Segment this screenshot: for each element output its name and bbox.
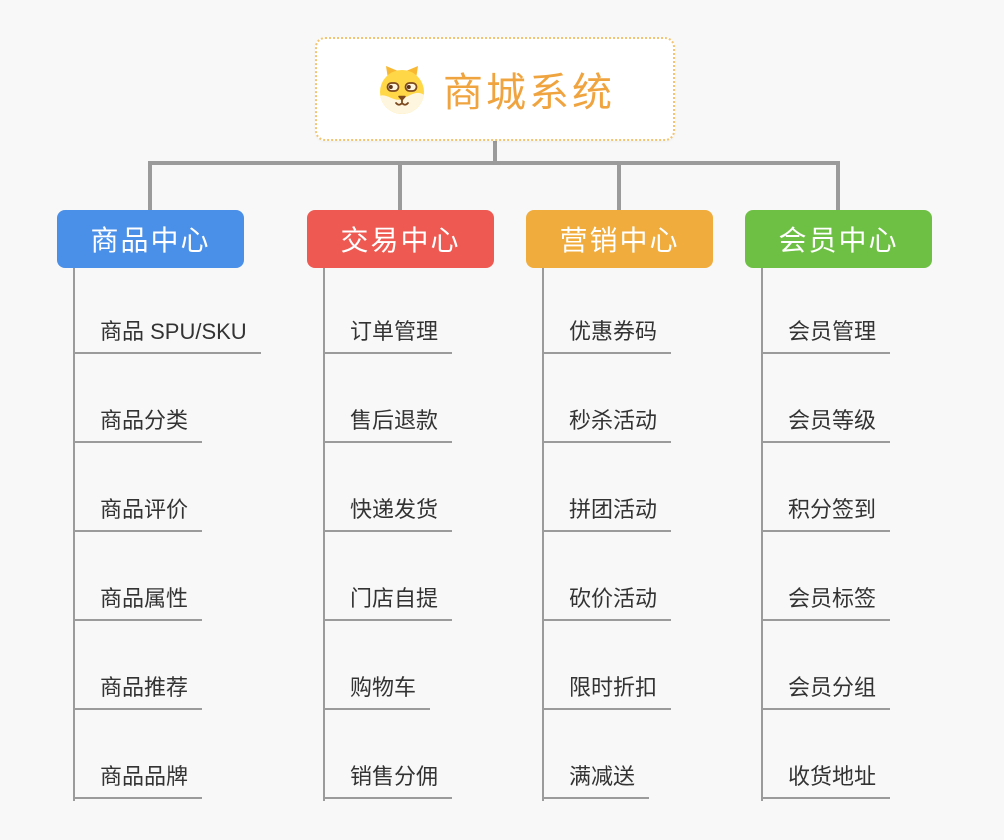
connector-trunk bbox=[542, 268, 544, 801]
connector-trunk bbox=[761, 268, 763, 801]
leaf-topic[interactable]: 会员等级 bbox=[761, 405, 891, 443]
connector-trunk bbox=[323, 268, 325, 801]
leaf-topic[interactable]: 商品推荐 bbox=[73, 672, 203, 710]
leaf-topic[interactable]: 会员分组 bbox=[761, 672, 891, 710]
leaf-topic[interactable]: 快递发货 bbox=[323, 494, 453, 532]
branch-member-center[interactable]: 会员中心 bbox=[745, 210, 932, 268]
branch-label: 商品中心 bbox=[90, 225, 211, 256]
leaf-topic[interactable]: 购物车 bbox=[323, 672, 431, 710]
connector-drop bbox=[617, 163, 621, 210]
leaf-topic[interactable]: 商品评价 bbox=[73, 494, 203, 532]
leaf-topic[interactable]: 砍价活动 bbox=[542, 583, 672, 621]
branch-marketing-center[interactable]: 营销中心 bbox=[526, 210, 713, 268]
connector-drop bbox=[836, 161, 840, 210]
branch-product-center[interactable]: 商品中心 bbox=[57, 210, 244, 268]
root-topic[interactable]: 商城系统 bbox=[315, 37, 675, 141]
connector-root-stem bbox=[493, 141, 497, 165]
leaf-topic[interactable]: 销售分佣 bbox=[323, 761, 453, 799]
leaf-topic[interactable]: 商品 SPU/SKU bbox=[73, 316, 261, 354]
branch-trade-center[interactable]: 交易中心 bbox=[307, 210, 494, 268]
connector-drop bbox=[148, 161, 152, 210]
leaf-topic[interactable]: 订单管理 bbox=[323, 316, 453, 354]
connector-bus bbox=[148, 161, 840, 165]
leaf-topic[interactable]: 优惠券码 bbox=[542, 316, 672, 354]
branch-label: 交易中心 bbox=[340, 225, 461, 256]
leaf-topic[interactable]: 拼团活动 bbox=[542, 494, 672, 532]
leaf-topic[interactable]: 商品分类 bbox=[73, 405, 203, 443]
branch-label: 会员中心 bbox=[778, 225, 899, 256]
connector-drop bbox=[398, 163, 402, 210]
leaf-topic[interactable]: 积分签到 bbox=[761, 494, 891, 532]
leaf-topic[interactable]: 秒杀活动 bbox=[542, 405, 672, 443]
branch-label: 营销中心 bbox=[559, 225, 680, 256]
connector-trunk bbox=[73, 268, 75, 801]
leaf-topic[interactable]: 售后退款 bbox=[323, 405, 453, 443]
leaf-topic[interactable]: 会员管理 bbox=[761, 316, 891, 354]
dog-face-icon bbox=[375, 62, 429, 116]
leaf-topic[interactable]: 门店自提 bbox=[323, 583, 453, 621]
leaf-topic[interactable]: 商品属性 bbox=[73, 583, 203, 621]
leaf-topic[interactable]: 限时折扣 bbox=[542, 672, 672, 710]
leaf-topic[interactable]: 收货地址 bbox=[761, 761, 891, 799]
leaf-topic[interactable]: 会员标签 bbox=[761, 583, 891, 621]
leaf-topic[interactable]: 满减送 bbox=[542, 761, 650, 799]
root-topic-label: 商城系统 bbox=[443, 71, 615, 115]
leaf-topic[interactable]: 商品品牌 bbox=[73, 761, 203, 799]
